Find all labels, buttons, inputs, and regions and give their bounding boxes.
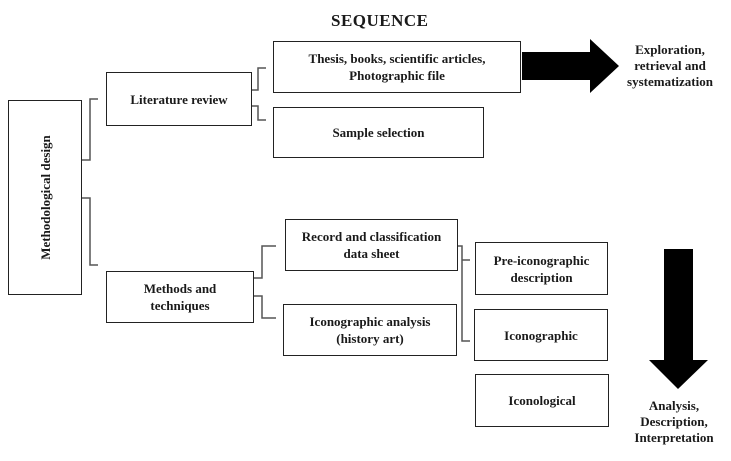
pre-iconographic-box: Pre-iconographic description xyxy=(475,242,608,295)
right-arrow-icon xyxy=(522,39,619,93)
iconological-box: Iconological xyxy=(475,374,609,427)
methodological-design-box: Methodological design xyxy=(8,100,82,295)
thesis-books-box: Thesis, books, scientific articles, Phot… xyxy=(273,41,521,93)
record-classification-box: Record and classification data sheet xyxy=(285,219,458,271)
iconographic-analysis-box: Iconographic analysis (history art) xyxy=(283,304,457,356)
iconographic-box: Iconographic xyxy=(474,309,608,361)
bracket-record-classification xyxy=(458,245,463,300)
down-arrow-icon xyxy=(649,249,708,389)
sample-selection-box: Sample selection xyxy=(273,107,484,158)
exploration-label: Exploration, retrieval and systematizati… xyxy=(627,42,713,89)
methods-techniques-box: Methods and techniques xyxy=(106,271,254,323)
bracket-methodological-design xyxy=(82,98,98,161)
literature-review-box: Literature review xyxy=(106,72,252,126)
bracket-methodological-design-lower xyxy=(82,197,98,266)
bracket-methods-techniques xyxy=(254,245,276,279)
diagram-title: SEQUENCE xyxy=(331,11,429,30)
methodological-design-label: Methodological design xyxy=(37,135,53,260)
analysis-label: Analysis, Description, Interpretation xyxy=(634,398,714,445)
bracket-literature-review xyxy=(252,67,266,91)
bracket-iconographic xyxy=(461,300,470,342)
bracket-literature-review-lower xyxy=(252,105,266,121)
bracket-methods-techniques-lower xyxy=(254,295,276,319)
